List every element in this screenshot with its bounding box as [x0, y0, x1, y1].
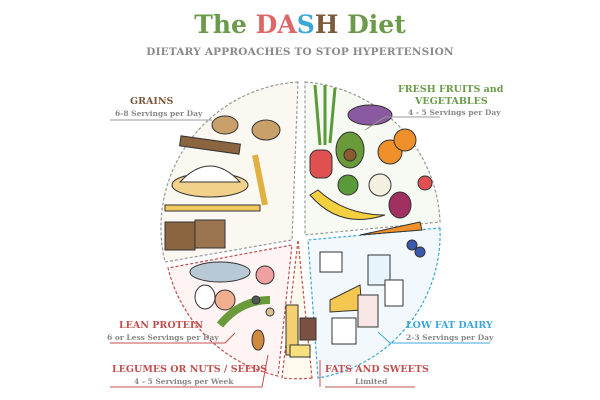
dairy-label: LOW FAT DAIRY — [406, 320, 493, 331]
almond-icon — [251, 329, 265, 351]
leader-line-fats — [319, 360, 415, 388]
fruits-servings: 4 - 5 Servings per Day — [408, 108, 501, 117]
fish-icon — [189, 261, 251, 283]
bread-icon — [179, 135, 241, 155]
legumes-servings: 4 - 5 Servings per Week — [134, 377, 234, 386]
glass-icon — [384, 279, 404, 307]
fats-servings: Limited — [355, 377, 388, 386]
pepper-icon — [309, 149, 333, 179]
egg-icon — [194, 284, 216, 310]
potato-icon — [251, 119, 281, 141]
avocado-pit-icon — [343, 148, 357, 162]
nuts-icon — [251, 295, 261, 305]
title-h: H — [314, 10, 339, 39]
cauliflower-icon — [368, 173, 392, 197]
grains-label: GRAINS — [130, 96, 174, 107]
blueberry-icon — [406, 239, 418, 251]
title-d: D — [255, 10, 278, 39]
asparagus-icon — [313, 84, 337, 146]
dairy-servings: 2-3 Servings per Day — [406, 333, 494, 342]
nuts-icon — [265, 307, 275, 317]
rice-icon — [178, 165, 242, 183]
potato-icon — [211, 115, 239, 135]
title-s: S — [296, 10, 315, 39]
broccoli-icon — [337, 174, 359, 196]
fats-label: FATS AND SWEETS — [325, 364, 429, 375]
beet-icon — [388, 191, 412, 219]
egg-icon — [214, 289, 236, 311]
fruits-label-line2: VEGETABLES — [415, 96, 488, 107]
pasta-spiral-icon — [252, 154, 268, 206]
leader-line-legumes — [110, 354, 269, 388]
strawberry-icon — [417, 175, 433, 191]
title-diet: Diet — [338, 10, 406, 39]
ham-icon — [255, 265, 275, 285]
page-title: The DASH Diet — [0, 10, 600, 39]
grains-servings: 6-8 Servings per Day — [115, 109, 203, 118]
bread-slice-icon — [164, 221, 196, 251]
eggplant-icon — [347, 104, 393, 126]
title-the: The — [194, 10, 256, 39]
milk-jar-icon — [331, 317, 357, 345]
title-a: A — [277, 10, 297, 39]
yogurt-icon — [319, 251, 343, 273]
peas-icon — [216, 296, 271, 328]
bread-slice-icon — [194, 219, 226, 249]
pasta-icon — [164, 204, 261, 212]
banana-icon — [309, 189, 386, 220]
milk-carton-icon — [367, 254, 391, 286]
leader-line-fruits — [364, 116, 440, 131]
protein-servings: 6 or Less Servings per Day — [107, 333, 219, 342]
legumes-label: LEGUMES OR NUTS / SEEDS — [112, 364, 268, 375]
protein-label: LEAN PROTEIN — [119, 320, 204, 331]
carrot-icon — [359, 221, 423, 236]
leader-line-protein — [110, 332, 236, 344]
leader-line-dairy — [377, 331, 490, 344]
food-illustrations — [164, 84, 433, 358]
subtitle: DIETARY APPROACHES TO STOP HYPERTENSION — [146, 46, 454, 58]
butter-icon — [289, 344, 311, 358]
fruits-label: FRESH FRUITS and — [398, 84, 504, 95]
chocolate-icon — [299, 317, 317, 341]
blueberry-icon — [414, 246, 426, 258]
orange-icon — [393, 128, 417, 152]
milk-glass-icon — [357, 294, 379, 328]
